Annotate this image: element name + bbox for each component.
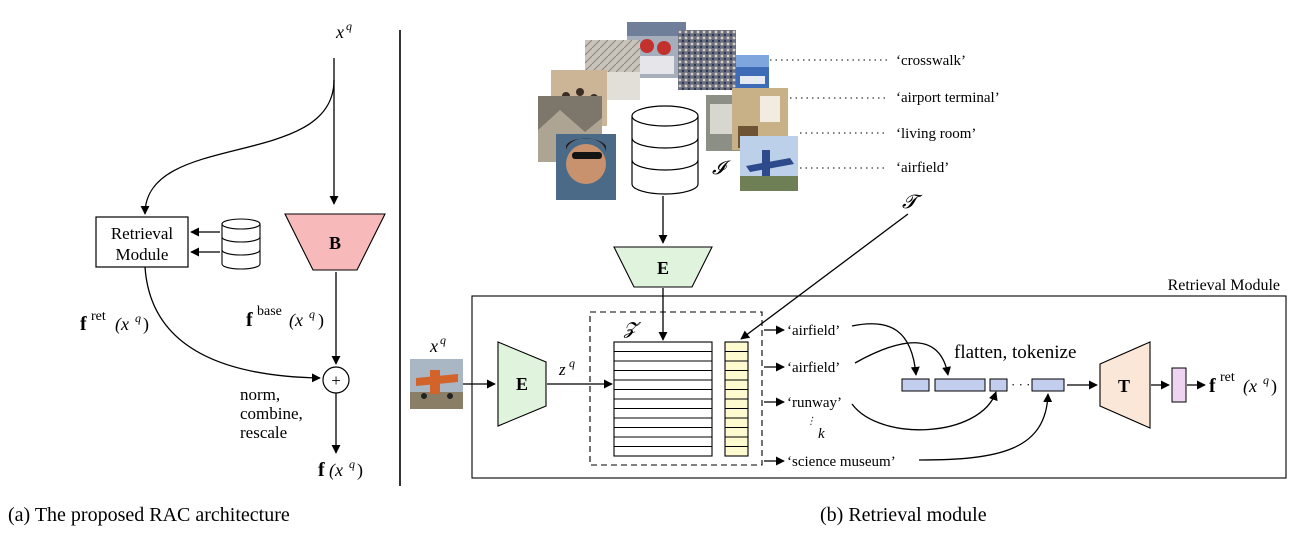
f-base-label: f base (x q )	[246, 304, 324, 331]
f-base-arg: (x	[289, 310, 303, 331]
retrieved-label-3: ‘runway’	[787, 395, 842, 411]
output-token	[1171, 367, 1187, 403]
base-model-block	[284, 213, 386, 271]
query-image-airplane	[410, 359, 463, 409]
retrieved-label-1: ‘airfield’	[787, 323, 840, 339]
zq-sup: q	[569, 356, 575, 370]
f-ret-arg-sup: q	[135, 311, 141, 325]
base-model-label: B	[329, 233, 341, 253]
photo-airfield	[740, 136, 798, 191]
token-ellipsis: · · ·	[1011, 377, 1031, 392]
query-x-sup: q	[440, 333, 446, 347]
f-ret-label: f ret (x q )	[80, 309, 149, 335]
ret-output-arg-sup: q	[1263, 373, 1269, 387]
database-icon-small	[221, 218, 261, 270]
transformer-block	[1099, 341, 1151, 429]
f-base-close: )	[318, 310, 324, 331]
token-sequence	[901, 378, 1065, 392]
embedding-memory-table	[613, 341, 713, 457]
ret-output-close: )	[1271, 376, 1277, 397]
zq-label: z	[558, 360, 566, 379]
input-to-retrieval-arrow	[140, 79, 335, 215]
flatten-tokenize-label: flatten, tokenize	[954, 342, 1076, 363]
encoder-query-block	[497, 341, 547, 427]
f-ret-sup: ret	[91, 309, 106, 324]
f-base-f: f	[246, 309, 253, 331]
photo-face	[556, 134, 616, 200]
photo-label-living-room: ‘living room’	[896, 126, 976, 142]
retrieved-label-4: ‘science museum’	[787, 454, 896, 470]
encoder-query-label: E	[516, 374, 528, 394]
left-panel: x q Retrieval Module B f ret (x q ) f ba…	[8, 19, 386, 526]
retrieval-module-box	[95, 216, 189, 268]
final-output-label: f (x q )	[318, 457, 363, 481]
photo-label-crosswalk: ‘crosswalk’	[896, 53, 966, 69]
label3-to-token-arrow	[851, 391, 998, 431]
final-output-arg: (x	[329, 460, 343, 481]
database-icon-large	[631, 105, 699, 195]
caption-b: (b) Retrieval module	[820, 504, 987, 526]
transformer-label: T	[1118, 376, 1130, 396]
token-box	[989, 378, 1008, 392]
photo-label-airport-terminal: ‘airport terminal’	[896, 90, 1000, 106]
textset-to-memory-arrow	[740, 213, 909, 340]
token-box	[901, 378, 930, 392]
f-ret-arg: (x	[115, 314, 129, 335]
image-dataset-collage	[538, 22, 798, 200]
combine-step-combine: combine,	[240, 404, 303, 423]
photo-crowd	[678, 30, 736, 90]
right-panel: ‘crosswalk’ ‘airport terminal’ ‘living r…	[410, 22, 1287, 526]
f-base-sup: base	[257, 304, 282, 319]
final-output-f: f	[318, 459, 325, 481]
retrieved-label-2: ‘airfield’	[787, 360, 840, 376]
label4-to-token-arrow	[918, 393, 1053, 461]
encoder-top-label: E	[657, 258, 669, 278]
label2-to-token-arrow	[854, 342, 952, 376]
label1-to-token-arrow	[851, 323, 920, 376]
memory-region	[589, 311, 763, 466]
final-output-arg-sup: q	[349, 457, 355, 471]
retrieval-module-title: Retrieval Module	[1168, 277, 1280, 294]
retrieval-module-frame	[471, 295, 1287, 479]
photo-label-dotted-lines	[770, 59, 888, 169]
input-x-label: x	[335, 22, 344, 42]
retrieval-output-label: f ret (x q )	[1209, 370, 1277, 397]
ret-output-arg: (x	[1243, 376, 1257, 397]
text-memory-column	[724, 341, 749, 457]
k-label: k	[818, 426, 825, 442]
combine-step-norm: norm,	[240, 385, 280, 404]
k-dots: ⋮	[806, 416, 816, 427]
f-ret-close: )	[143, 314, 149, 335]
dataset-symbol: 𝓘	[712, 158, 731, 179]
photo-label-airfield: ‘airfield’	[896, 160, 949, 176]
caption-a: (a) The proposed RAC architecture	[8, 504, 290, 526]
combine-step-rescale: rescale	[240, 423, 287, 442]
retrieval-module-line2: Module	[116, 245, 169, 264]
retrieval-to-combine-arrow	[144, 266, 321, 383]
query-x-label: x	[429, 336, 438, 356]
photo-crosswalk	[736, 55, 769, 91]
ret-output-sup: ret	[1220, 370, 1235, 385]
combine-plus: +	[331, 371, 341, 390]
retrieval-module-line1: Retrieval	[111, 224, 174, 243]
encoder-top-block	[613, 246, 713, 288]
input-x-sup: q	[346, 19, 352, 33]
final-output-close: )	[357, 460, 363, 481]
token-box	[1031, 378, 1065, 392]
memory-symbol: 𝓩	[623, 319, 641, 338]
text-set-symbol: 𝓣	[902, 192, 923, 213]
token-box	[934, 378, 986, 392]
ret-output-f: f	[1209, 375, 1216, 397]
f-ret-f: f	[80, 313, 87, 335]
f-base-arg-sup: q	[309, 307, 315, 321]
